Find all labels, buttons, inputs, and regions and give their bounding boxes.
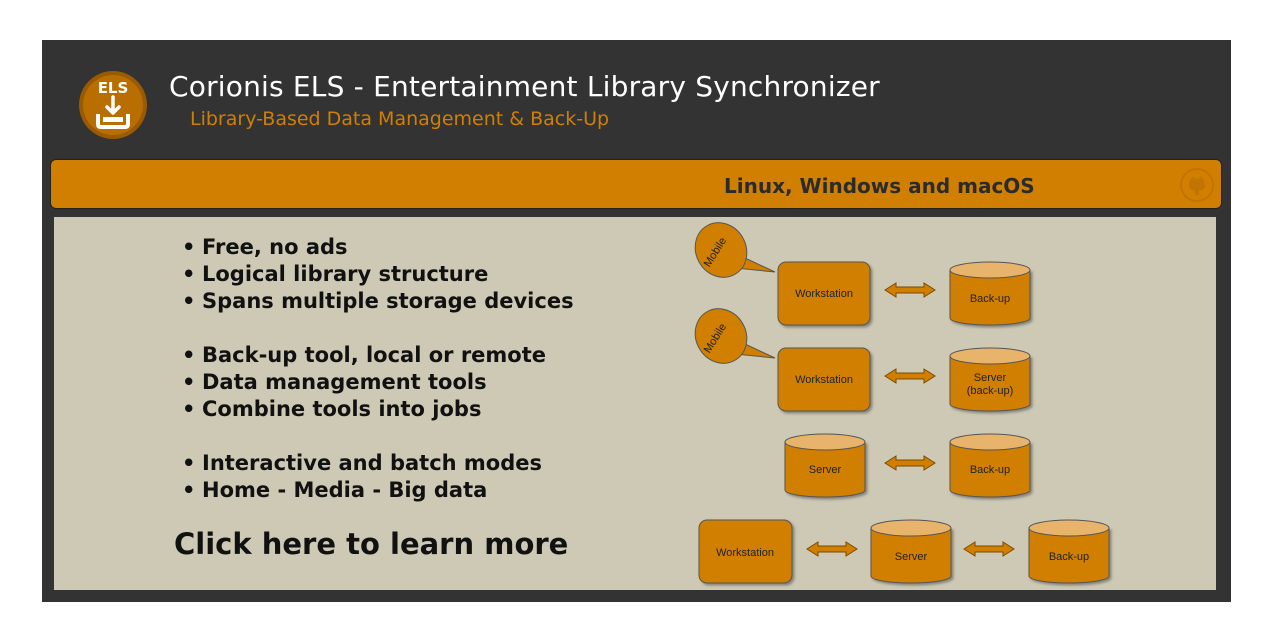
feature-item: •Combine tools into jobs <box>182 397 482 421</box>
learn-more-link[interactable]: Click here to learn more <box>174 527 569 561</box>
bullet-icon: • <box>182 262 196 286</box>
page-title: Corionis ELS - Entertainment Library Syn… <box>169 70 880 103</box>
bullet-icon: • <box>182 451 196 475</box>
platforms-label: Linux, Windows and macOS <box>724 174 1035 198</box>
bullet-icon: • <box>182 289 196 313</box>
feature-item: •Logical library structure <box>182 262 489 286</box>
feature-item: •Free, no ads <box>182 235 348 259</box>
logo-text: ELS <box>98 79 129 97</box>
bullet-icon: • <box>182 478 196 502</box>
github-icon[interactable] <box>1179 167 1215 203</box>
els-logo[interactable]: ELS <box>78 70 148 140</box>
page-subtitle: Library-Based Data Management & Back-Up <box>190 108 610 130</box>
bullet-icon: • <box>182 370 196 394</box>
feature-item: •Home - Media - Big data <box>182 478 488 502</box>
bullet-icon: • <box>182 343 196 367</box>
bullet-icon: • <box>182 235 196 259</box>
feature-item: •Back-up tool, local or remote <box>182 343 547 367</box>
feature-item: •Spans multiple storage devices <box>182 289 574 313</box>
platform-banner <box>50 159 1222 209</box>
feature-item: •Data management tools <box>182 370 487 394</box>
feature-list: •Free, no ads •Logical library structure… <box>182 234 574 504</box>
bullet-icon: • <box>182 397 196 421</box>
feature-item: •Interactive and batch modes <box>182 451 542 475</box>
